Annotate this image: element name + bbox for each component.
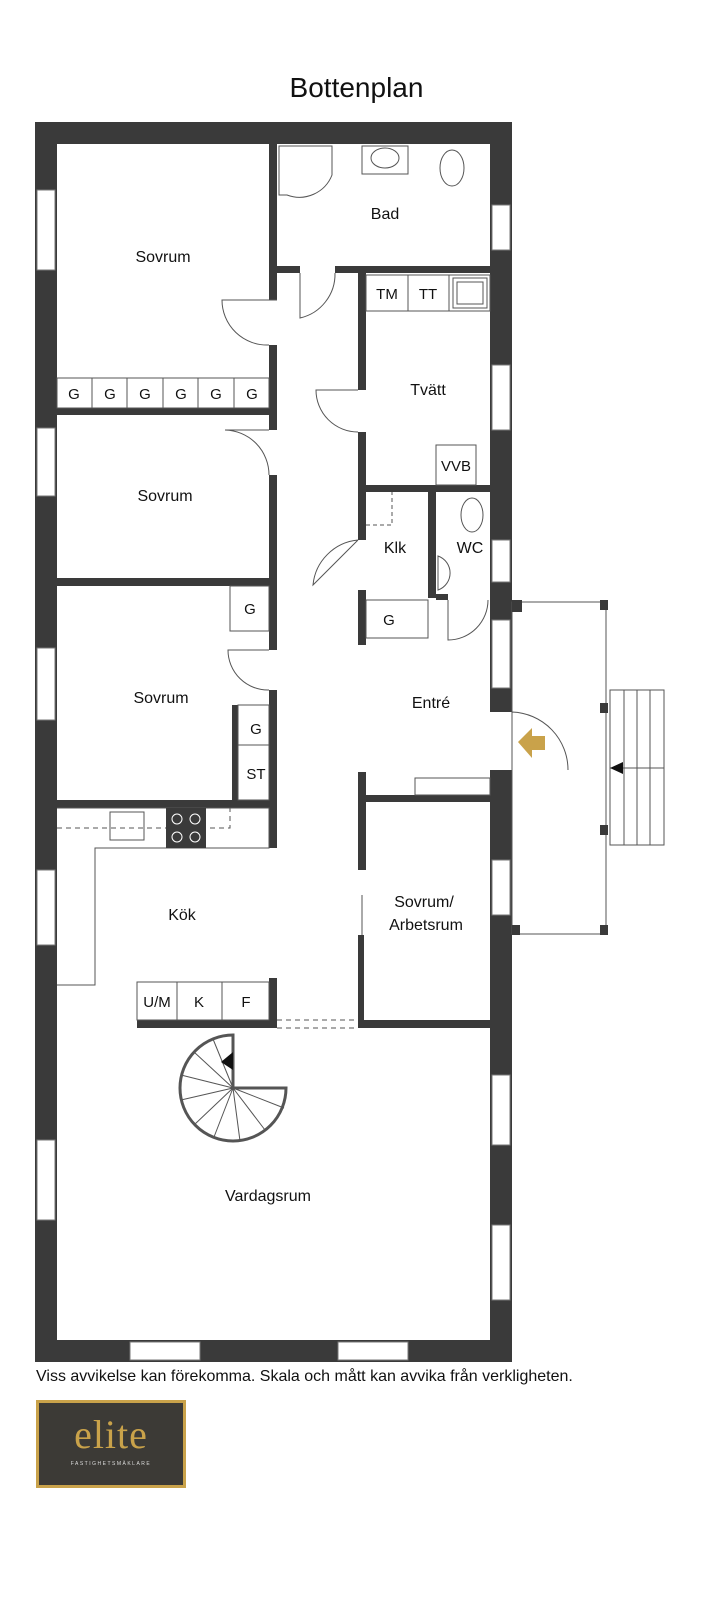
vvb-label: VVB (441, 458, 471, 475)
logo-subtitle: FASTIGHETSMÄKLARE (70, 1461, 152, 1467)
wardrobe-label: G (104, 386, 116, 403)
room-label-sovrum: Sovrum (133, 690, 188, 707)
wardrobe-label: G (139, 386, 151, 403)
tt-label: TT (419, 286, 437, 303)
shower-icon (278, 145, 333, 198)
room-label-arbetsrum: Arbetsrum (389, 917, 463, 934)
wc-sink-icon (437, 555, 451, 591)
kitchen-sink-icon (109, 811, 145, 841)
wc-toilet-icon (460, 497, 484, 533)
wardrobe-label: G (246, 386, 258, 403)
tm-label: TM (376, 286, 398, 303)
storage-label: ST (246, 766, 265, 783)
room-label-tvatt: Tvätt (410, 382, 446, 399)
floor-plan: Sovrum Sovrum Sovrum Bad Tvätt Klk WC En… (35, 122, 665, 1362)
spiral-staircase-icon (178, 1033, 288, 1143)
room-label-bad: Bad (371, 206, 399, 223)
fixture-labels: G G G G G G TM TT VVB G G G ST U/M K F (68, 286, 471, 1011)
entrance-arrow-icon (518, 728, 545, 758)
room-label-sovrum: Sovrum (137, 488, 192, 505)
doors (221, 272, 569, 1029)
room-labels: Sovrum Sovrum Sovrum Bad Tvätt Klk WC En… (133, 206, 483, 1205)
room-label-sovrum: Sovrum (135, 249, 190, 266)
closet-label: G (244, 601, 256, 618)
elite-logo: elite FASTIGHETSMÄKLARE (36, 1400, 186, 1488)
wardrobe-label: G (210, 386, 222, 403)
um-label: U/M (143, 994, 171, 1011)
wardrobe-label: G (175, 386, 187, 403)
room-label-arbetsrum: Sovrum/ (394, 894, 454, 911)
room-label-wc: WC (457, 540, 484, 557)
fixtures (56, 145, 491, 1143)
f-label: F (241, 994, 250, 1011)
wardrobe-label: G (68, 386, 80, 403)
room-label-entre: Entré (412, 695, 450, 712)
porch (511, 600, 665, 935)
closet-label: G (250, 721, 262, 738)
closet-label: G (383, 612, 395, 629)
room-label-kok: Kök (168, 907, 197, 924)
bathroom-sink-icon (361, 145, 409, 175)
k-label: K (194, 994, 204, 1011)
room-label-vardagsrum: Vardagsrum (225, 1188, 311, 1205)
logo-word: elite (74, 1412, 148, 1457)
room-label-klk: Klk (384, 540, 407, 557)
interior-walls (57, 144, 490, 1028)
entrance-stairs (609, 689, 665, 846)
windows (36, 189, 511, 1361)
stove-icon (166, 808, 206, 848)
disclaimer: Viss avvikelse kan förekomma. Skala och … (36, 1368, 573, 1385)
laundry-sink-icon (452, 277, 488, 309)
plan-title: Bottenplan (289, 72, 424, 103)
toilet-icon (439, 149, 465, 187)
